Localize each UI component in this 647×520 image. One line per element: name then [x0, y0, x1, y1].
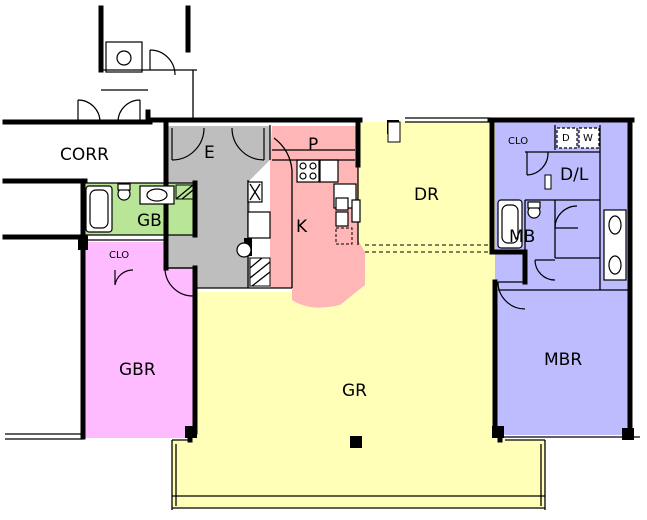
- kitchen-area: [270, 126, 365, 308]
- label-entry: E: [204, 143, 215, 163]
- label-great-room: GR: [342, 381, 367, 401]
- label-dryer: D: [562, 133, 570, 144]
- guest-bedroom-area: [85, 242, 195, 438]
- label-master-bath: MB: [509, 227, 535, 247]
- label-dressing-laundry: D/L: [560, 165, 589, 185]
- label-guest-closet: CLO: [109, 250, 129, 261]
- dining-room-area: [358, 122, 495, 252]
- label-washer: W: [583, 133, 593, 144]
- label-dining-room: DR: [414, 185, 439, 205]
- label-master-bedroom: MBR: [544, 350, 582, 370]
- fixtures: [77, 41, 627, 310]
- label-corr: CORR: [60, 145, 109, 165]
- label-pantry: P: [308, 135, 318, 155]
- label-guest-bath: GB: [137, 211, 162, 231]
- room-labels: CORR E P K DR GB CLO GBR GR CLO D W D/L …: [60, 133, 593, 401]
- label-master-closet: CLO: [508, 136, 528, 147]
- great-room-area: [172, 252, 545, 508]
- label-kitchen: K: [296, 217, 308, 237]
- label-guest-bedroom: GBR: [119, 360, 156, 380]
